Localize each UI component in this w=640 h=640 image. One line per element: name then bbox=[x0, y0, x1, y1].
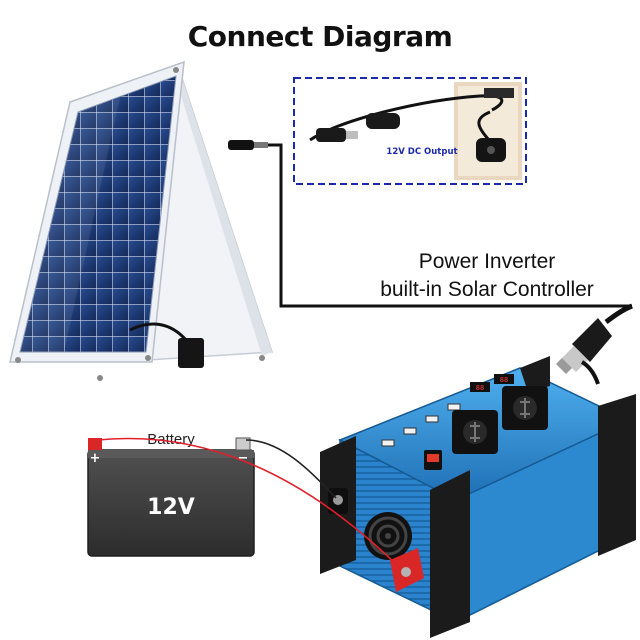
inverter-label-line1: Power Inverter bbox=[418, 250, 556, 273]
negative-wire bbox=[245, 439, 337, 499]
battery-positive-terminal bbox=[88, 438, 102, 450]
dc-output-label: 12V DC Output bbox=[386, 147, 457, 157]
battery-voltage: 12V bbox=[147, 495, 195, 520]
usb-port bbox=[381, 439, 395, 447]
dc-output-inset: 12V DC Output bbox=[293, 77, 527, 185]
solar-panel bbox=[9, 60, 274, 381]
battery: + − Battery 12V bbox=[87, 431, 255, 557]
positive-wire bbox=[97, 437, 401, 569]
battery-minus-sign: − bbox=[238, 451, 249, 466]
voltage-display bbox=[470, 382, 490, 392]
svg-text:88: 88 bbox=[476, 384, 484, 392]
junction-box bbox=[178, 338, 204, 368]
svg-text:88: 88 bbox=[500, 376, 508, 384]
battery-plus-sign: + bbox=[90, 451, 101, 466]
diagram-title: Connect Diagram bbox=[187, 20, 453, 53]
panel-cable bbox=[228, 140, 632, 308]
power-inverter: 88 88 bbox=[320, 356, 636, 638]
car-plug bbox=[556, 303, 633, 385]
inverter-label-line2: built-in Solar Controller bbox=[380, 278, 594, 301]
battery-negative-terminal bbox=[235, 437, 251, 451]
